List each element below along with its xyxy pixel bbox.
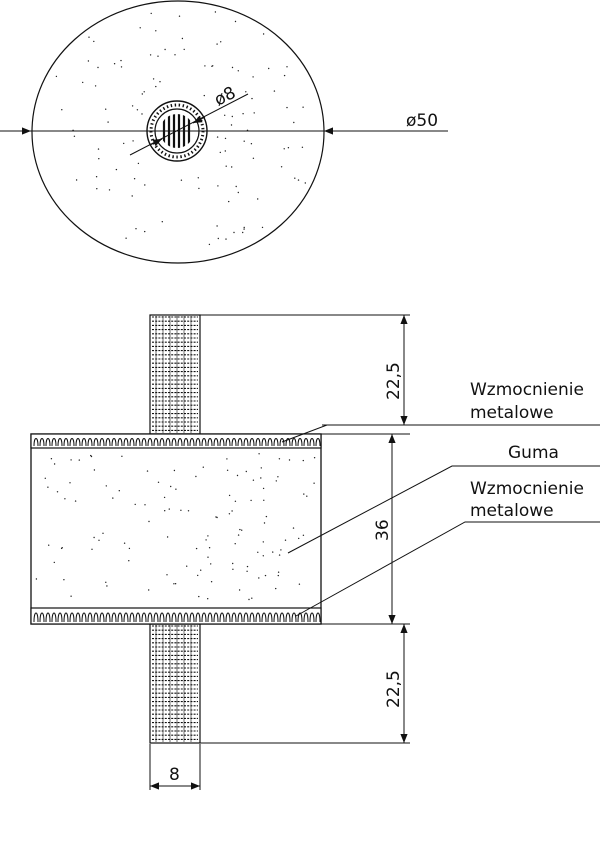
upper-reinforcement-plate bbox=[30, 433, 322, 449]
rubber-texture-dots bbox=[55, 11, 306, 246]
lower-bolt-thread bbox=[152, 625, 198, 742]
side-view: 22,5 36 22,5 8 Wzmocnienie metalowe Guma… bbox=[30, 314, 600, 790]
label-lower-reinforcement-line2: metalowe bbox=[470, 501, 554, 521]
dim-upper-bolt-label: 22,5 bbox=[384, 362, 404, 400]
lower-bolt bbox=[149, 623, 201, 744]
upper-bolt bbox=[149, 314, 201, 435]
dim-lower-bolt-label: 22,5 bbox=[384, 670, 404, 708]
dim-8-arrow-b bbox=[192, 115, 206, 124]
lower-reinforcement-plate bbox=[30, 607, 322, 625]
dim-50-label: ø50 bbox=[406, 111, 438, 131]
label-upper-reinforcement-line1: Wzmocnienie bbox=[470, 380, 584, 400]
dim-8-label: ø8 bbox=[211, 83, 239, 110]
dim-bolt-width-label: 8 bbox=[169, 765, 180, 785]
label-rubber: Guma bbox=[508, 443, 559, 463]
upper-bolt-thread bbox=[152, 316, 198, 433]
dim-8-arrow-a bbox=[149, 138, 163, 147]
dim-8-line bbox=[129, 93, 249, 156]
top-view: ø50 ø8 bbox=[0, 0, 448, 264]
label-lower-reinforcement-line1: Wzmocnienie bbox=[470, 479, 584, 499]
rubber-body-texture-dots bbox=[35, 453, 316, 601]
rubber-body bbox=[30, 433, 322, 625]
label-upper-reinforcement-line2: metalowe bbox=[470, 403, 554, 423]
dim-rubber-height-label: 36 bbox=[373, 519, 393, 541]
leader-lines bbox=[281, 424, 600, 617]
